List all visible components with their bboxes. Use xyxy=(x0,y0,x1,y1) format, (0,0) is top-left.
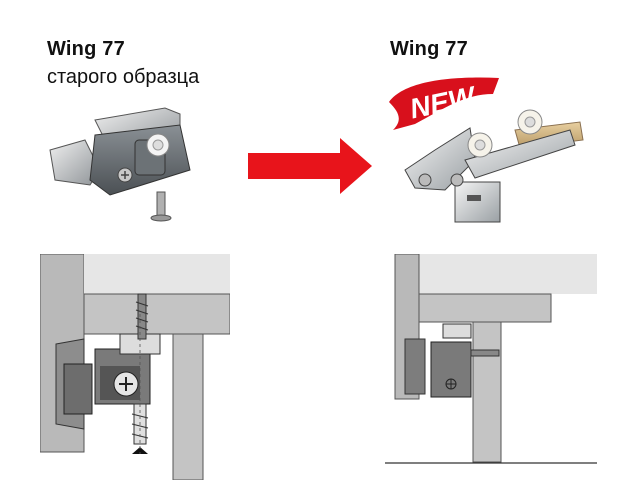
new-badge: NEW xyxy=(385,72,503,134)
new-product-title: Wing 77 xyxy=(390,38,468,60)
old-hinge-photo xyxy=(40,100,220,230)
right-arrow-icon xyxy=(248,138,373,194)
new-hinge-drawing xyxy=(385,254,597,466)
old-product-title: Wing 77 xyxy=(47,38,125,60)
old-hinge-drawing xyxy=(40,254,230,480)
new-hinge-photo xyxy=(395,100,595,235)
old-product-subtitle: старого образца xyxy=(47,66,200,88)
